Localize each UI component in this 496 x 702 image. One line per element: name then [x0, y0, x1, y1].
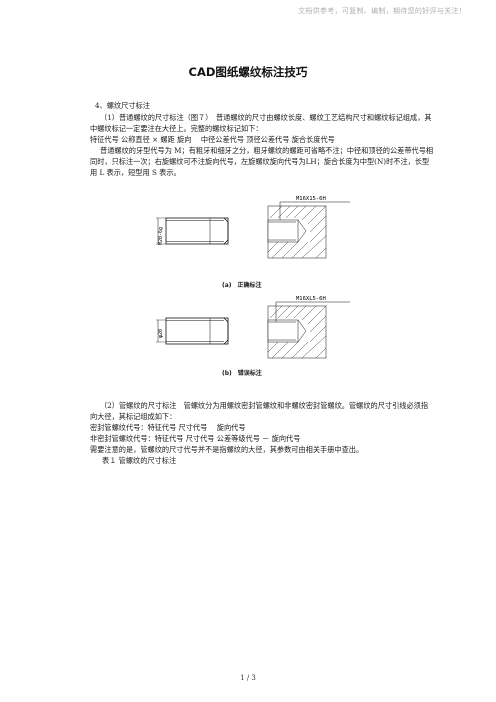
paragraph-normal-thread: （1）普通螺纹的尺寸标注（图７） 普通螺纹的尺寸由螺纹长度、螺纹工艺结构尺寸和螺… [90, 113, 432, 133]
figure-wrong-annotation: φ20 M16XL5-6H [150, 292, 360, 382]
watermark: 文档供参考，可复制、编制，期待您的好评与关注！ [298, 7, 466, 15]
thread-drawing-a: M20-6g M1 [156, 196, 350, 259]
paragraph-note: 需要注意的是，管螺纹的尺寸代号并不是指螺纹的大径，其参数可由相关手册中查出。 [90, 445, 364, 454]
thread-drawing-b: φ20 M16XL5-6H [156, 296, 350, 359]
page-number: 1 / 3 [240, 674, 256, 682]
figure-correct-annotation: M20-6g M1 [150, 190, 360, 289]
table-caption: 表１ 管螺纹的尺寸标注 [102, 456, 177, 465]
right-label-b: M16XL5-6H [296, 296, 326, 302]
paragraph-thread-format: 特征代号 公称直径 × 螺距 旋向 中径公差代号 顶径公差代号 旋合长度代号 [90, 135, 335, 144]
caption-b: (b) 错误标注 [222, 370, 262, 377]
left-dim-label-b: φ20 [158, 329, 164, 338]
paragraph-thread-details: 普通螺纹的牙型代号为 M；有粗牙和细牙之分，粗牙螺纹的螺距可省略不注；中径和顶径… [90, 146, 434, 177]
page-title: CAD图纸螺纹标注技巧 [188, 65, 308, 79]
paragraph-unsealed-pipe: 非密封管螺纹代号：特征代号 尺寸代号 公差等级代号 － 旋向代号 [90, 434, 301, 443]
caption-a: (a) 正确标注 [222, 282, 262, 289]
paragraph-sealed-pipe: 密封管螺纹代号：特征代号 尺寸代号 旋向代号 [90, 423, 246, 432]
right-label-a: M16X15-6H [296, 196, 326, 202]
paragraph-pipe-thread: （2）管螺纹的尺寸标注 管螺纹分为用螺纹密封管螺纹和非螺纹密封管螺纹。管螺纹的尺… [90, 401, 429, 421]
left-dim-label-a: M20-6g [158, 227, 164, 245]
section-heading: 4、螺纹尺寸标注 [95, 101, 150, 110]
